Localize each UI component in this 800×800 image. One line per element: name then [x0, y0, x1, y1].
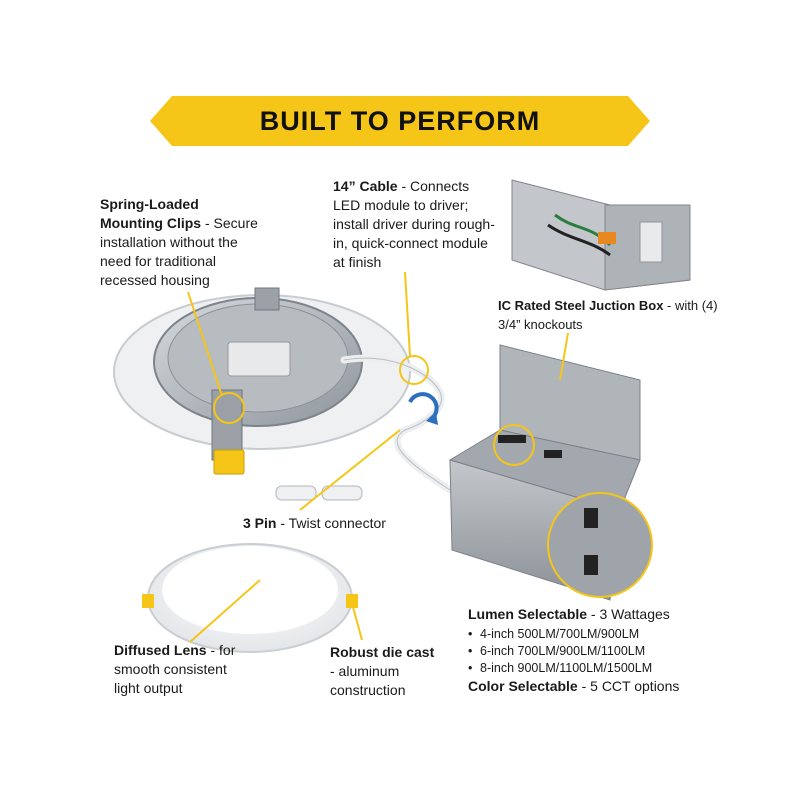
lumen-list: 4-inch 500LM/700LM/900LM 6-inch 700LM/90…: [468, 626, 708, 677]
leader-lines: [187, 271, 569, 643]
callout-lens-title: Diffused Lens: [114, 642, 207, 658]
callout-color-desc: - 5 CCT options: [577, 678, 680, 694]
callout-junction-box: IC Rated Steel Juction Box - with (4) 3/…: [498, 296, 718, 334]
callout-junction-box-title: IC Rated Steel Juction Box: [498, 298, 664, 313]
switch-highlight: [493, 424, 535, 466]
clip-highlight: [213, 392, 245, 424]
callout-cable: 14” Cable - Connects LED module to drive…: [333, 177, 495, 272]
callout-cable-title: 14” Cable: [333, 178, 398, 194]
callout-die-cast-title: Robust die cast: [330, 644, 435, 660]
lumen-item: 8-inch 900LM/1100LM/1500LM: [468, 660, 708, 677]
callout-lens: Diffused Lens - for smooth consistent li…: [114, 641, 254, 698]
callout-junction-box-desc: - with (4) 3/4” knockouts: [498, 298, 718, 332]
callout-color: Color Selectable - 5 CCT options: [468, 677, 708, 696]
callout-cable-desc: - Connects LED module to driver; install…: [333, 178, 495, 270]
callout-pin-title: 3 Pin: [243, 515, 277, 531]
callout-mounting-clips-desc: - Secure installation without the need f…: [100, 215, 258, 288]
cable-highlight: [399, 355, 429, 385]
callout-pin: 3 Pin - Twist connector: [243, 514, 443, 533]
twist-connector: [275, 485, 363, 501]
banner-shape: [150, 96, 650, 146]
switch-zoom: [547, 492, 653, 598]
junction-box: [511, 179, 691, 291]
callout-color-title: Color Selectable: [468, 678, 578, 694]
callout-lumen-title: Lumen Selectable: [468, 606, 588, 622]
title-banner: BUILT TO PERFORM: [150, 96, 650, 146]
callout-pin-desc: - Twist connector: [276, 515, 386, 531]
callout-mounting-clips: Spring-Loaded Mounting Clips - Secure in…: [100, 195, 265, 290]
downlight-back: [113, 287, 411, 475]
callout-die-cast: Robust die cast - aluminum construction: [330, 643, 440, 700]
banner-title: BUILT TO PERFORM: [259, 106, 541, 136]
callout-lumen-desc: - 3 Wattages: [587, 606, 670, 622]
callout-mounting-clips-title: Spring-Loaded Mounting Clips: [100, 196, 202, 231]
lumen-item: 4-inch 500LM/700LM/900LM: [468, 626, 708, 643]
lumen-item: 6-inch 700LM/900LM/1100LM: [468, 643, 708, 660]
callout-lumen: Lumen Selectable - 3 Wattages 4-inch 500…: [468, 605, 708, 696]
trim-lens: [142, 543, 358, 653]
callout-die-cast-desc: - aluminum construction: [330, 663, 406, 698]
callout-lens-desc: - for smooth consistent light output: [114, 642, 236, 696]
